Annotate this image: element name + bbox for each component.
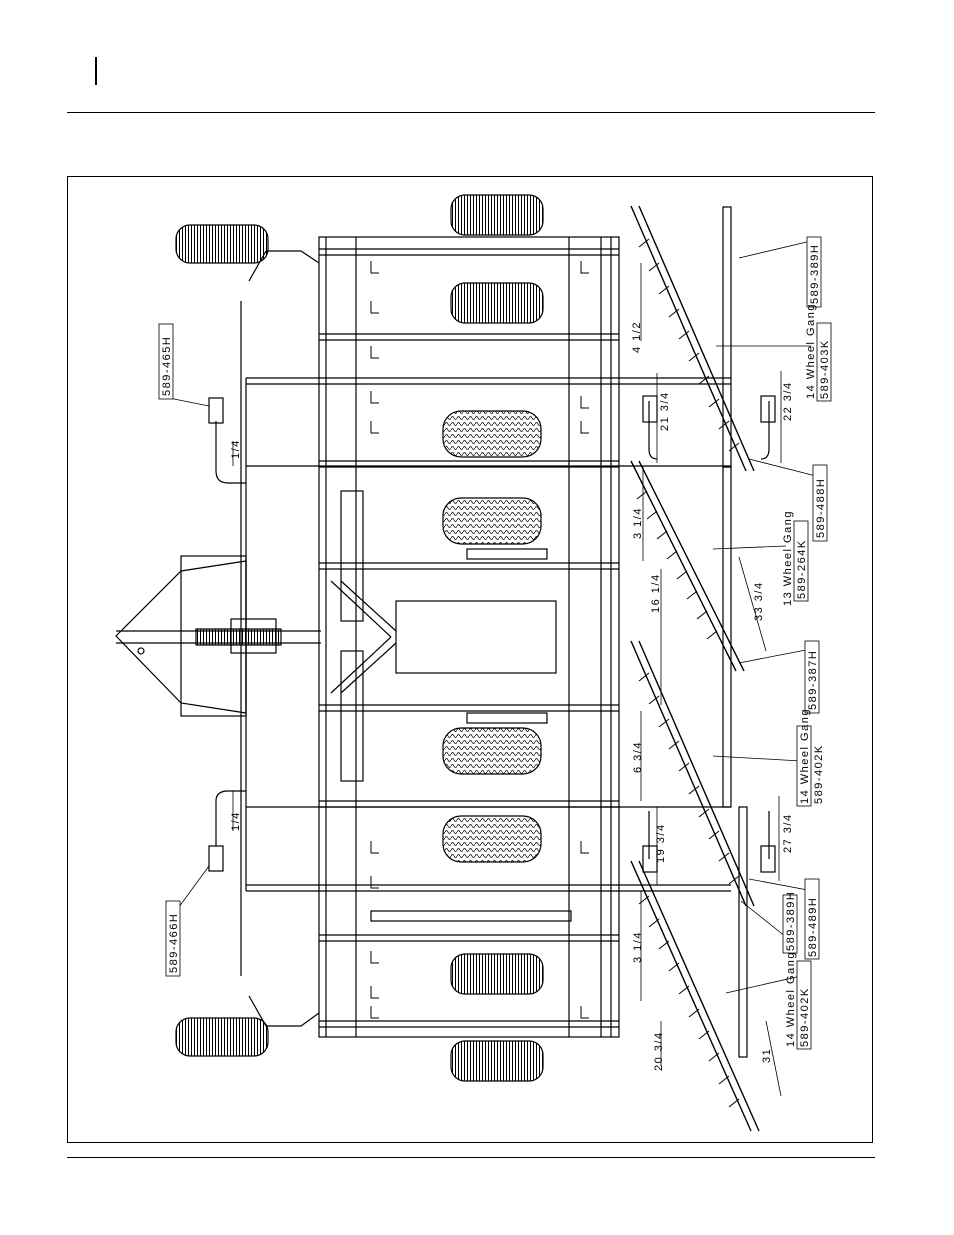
transport-tire-1 (443, 411, 541, 457)
dim-19-3-4: 19 3/4 (655, 823, 667, 863)
label-589-489H: 589-489H (807, 897, 819, 957)
dim-31: 31 (761, 1048, 773, 1063)
label-589-488H: 589-488H (815, 478, 827, 538)
label-gang-2-part: 589-264K (796, 539, 808, 599)
dim-4-1-2: 4 1/2 (631, 321, 643, 353)
transport-tire-2 (443, 498, 541, 544)
hitch (116, 556, 321, 716)
figure-frame: 589-465H 589-466H 589-389H 14 Wheel Gang… (67, 176, 873, 1143)
gang-1-axle (631, 206, 746, 471)
dim-1-4-top: 1/4 (230, 439, 242, 459)
gauge-wheel-top-right-a (451, 195, 543, 235)
implement-drawing: 589-465H 589-466H 589-389H 14 Wheel Gang… (68, 177, 872, 1142)
gauge-wheel-bottom-left (176, 1018, 268, 1056)
dim-20-3-4: 20 3/4 (653, 1031, 665, 1071)
label-589-389H-top: 589-389H (809, 244, 821, 304)
label-589-465H: 589-465H (161, 336, 173, 396)
header-rule (67, 112, 875, 113)
dim-21-3-4: 21 3/4 (659, 391, 671, 431)
transport-tire-4 (443, 816, 541, 862)
label-589-387H: 589-387H (807, 650, 819, 710)
label-gang-4-part: 589-402K (799, 987, 811, 1047)
dim-3-1-4-bottom: 3 1/4 (632, 931, 644, 963)
dim-22-3-4: 22 3/4 (782, 381, 794, 421)
main-frame (241, 237, 731, 1037)
dim-27-3-4: 27 3/4 (782, 813, 794, 853)
label-589-389H-bottom: 589-389H (785, 891, 797, 951)
gang-2-axle (631, 461, 736, 671)
footer-rule (67, 1157, 875, 1158)
dim-1-4-bottom: 1/4 (230, 811, 242, 831)
label-gang-4-name: 14 Wheel Gang (785, 951, 797, 1047)
gauge-wheel-bottom-right-a (451, 954, 543, 994)
header-tab-mark (95, 57, 97, 85)
dim-16-1-4: 16 1/4 (650, 573, 662, 613)
dim-3-1-4-top: 3 1/4 (632, 507, 644, 539)
gang-3-axle (631, 641, 746, 906)
label-gang-1-part: 589-403K (819, 339, 831, 399)
frame-outer (319, 237, 619, 1037)
label-gang-1-name: 14 Wheel Gang (805, 303, 817, 399)
gauge-wheel-bottom-right-b (451, 1041, 543, 1081)
label-gang-3-name: 14 Wheel Gang (799, 708, 811, 804)
label-gang-2-name: 13 Wheel Gang (782, 510, 794, 606)
gauge-wheel-top-left (176, 225, 268, 263)
rear-bar-bottom (739, 807, 747, 1057)
label-gang-3-part: 589-402K (813, 744, 825, 804)
transport-tires (443, 411, 541, 862)
dim-33-3-4: 33 3/4 (753, 581, 765, 621)
gauge-wheel-top-right-b (451, 283, 543, 323)
label-589-466H: 589-466H (168, 913, 180, 973)
wheel-gangs (631, 206, 759, 1131)
transport-tire-3 (443, 728, 541, 774)
rear-bars (723, 207, 747, 1057)
gang-4-axle (631, 861, 751, 1131)
dim-6-3-4: 6 3/4 (632, 741, 644, 773)
leader-lines (169, 241, 816, 993)
